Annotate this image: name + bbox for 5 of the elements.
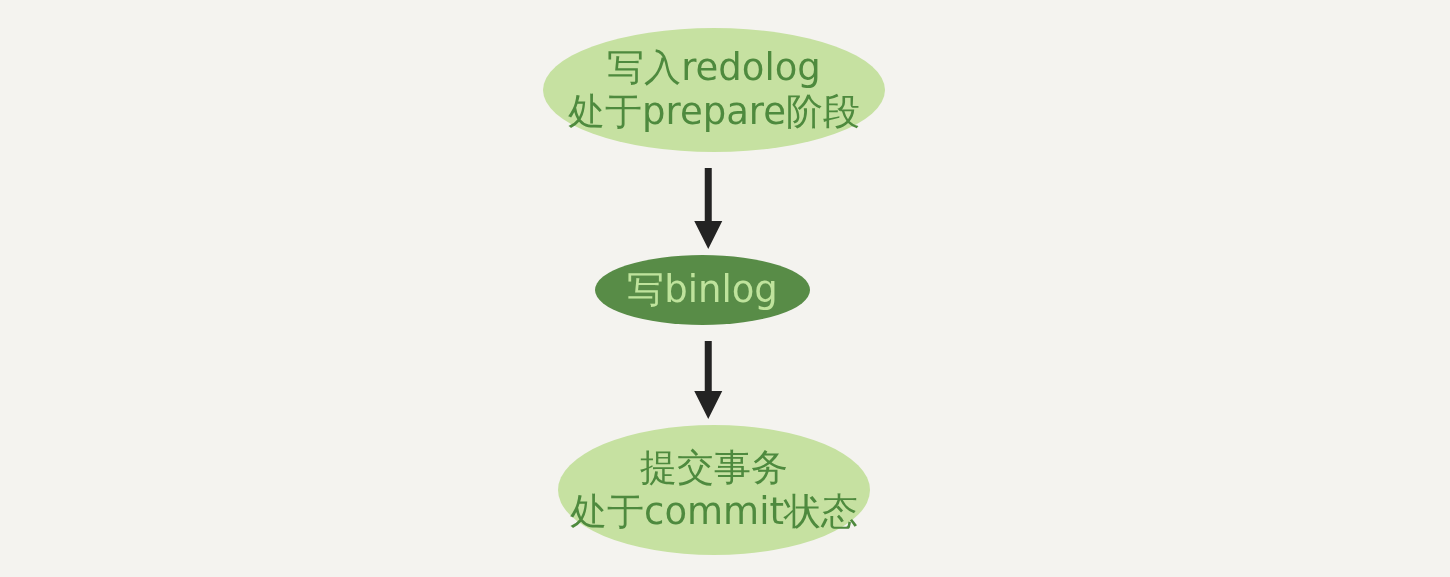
step-text: 提交事务: [640, 445, 788, 490]
step-text: 处于commit状态: [570, 490, 858, 535]
step-text: 处于prepare阶段: [568, 90, 860, 135]
step-text: 写入redolog: [607, 45, 821, 90]
step-text: 写binlog: [627, 267, 778, 313]
